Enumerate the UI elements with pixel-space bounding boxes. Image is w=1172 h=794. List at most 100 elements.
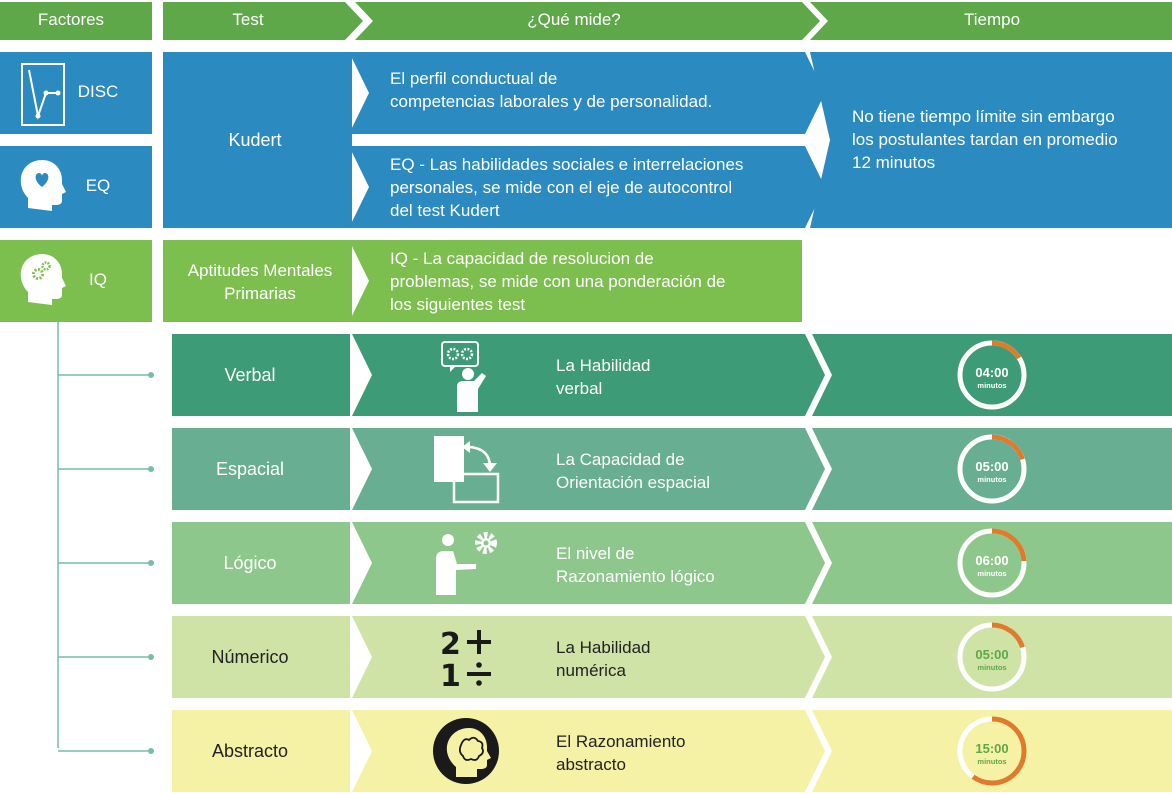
eq-desc-line-2: personales, se mide con el eje de autoco… (390, 178, 732, 197)
subtest-row-5: Abstracto El Razonamiento abstracto 15:00mi… (172, 710, 1172, 792)
subtest-name: Lógico (223, 553, 276, 573)
header-tiempo: Tiempo (964, 10, 1020, 29)
timer-progress-arc (957, 622, 1027, 692)
subtest-name: Espacial (216, 459, 284, 479)
eq-desc-line-3: del test Kudert (390, 201, 500, 220)
subtest-name-cell (172, 428, 350, 510)
subtest-desc-line-1: La Habilidad (556, 356, 651, 375)
eq-desc-cell (349, 146, 825, 228)
iq-desc-line-3: los siguientes test (390, 295, 525, 314)
subtest-desc-line-1: La Capacidad de (556, 450, 685, 469)
iq-desc-cell (349, 240, 802, 322)
connector-node (148, 560, 154, 566)
subtest-desc-cell (352, 616, 825, 698)
connector-node (148, 372, 154, 378)
timer-unit: minutos (977, 475, 1006, 484)
disc-desc-line-2: competencias laborales y de personalidad… (390, 92, 712, 111)
timer-progress-arc (957, 434, 1027, 504)
head-gears-icon (20, 254, 66, 305)
subtest-desc-line-1: El nivel de (556, 544, 634, 563)
subtest-name-cell (172, 522, 350, 604)
subtest-desc-line-2: Razonamiento lógico (556, 567, 715, 586)
subtest-desc-line-2: numérica (556, 661, 626, 680)
svg-text:1: 1 (440, 659, 461, 694)
person-gear-icon (436, 532, 497, 595)
iq-row: IQ Aptitudes Mentales Primarias IQ - La … (0, 240, 802, 322)
connector-node (148, 466, 154, 472)
header-factores: Factores (38, 10, 104, 29)
disc-chart-icon-dot (55, 90, 61, 96)
test-kudert-label: Kudert (228, 130, 281, 150)
subtest-time-cell (812, 522, 1172, 604)
timer-unit: minutos (977, 381, 1006, 390)
subtest-desc-cell (352, 522, 825, 604)
subtest-name-cell (172, 334, 350, 416)
subtest-time-cell (812, 334, 1172, 416)
subtest-name-cell (172, 616, 350, 698)
factor-disc-label: DISC (78, 82, 119, 101)
subtest-name: Númerico (211, 647, 288, 667)
header-test: Test (232, 10, 263, 29)
factor-disc-cell (0, 52, 152, 134)
disc-chart-icon-dot (43, 90, 49, 96)
spatial-rotation-icon (434, 436, 500, 504)
disc-chart-icon-line (28, 69, 58, 120)
timer-unit: minutos (977, 663, 1006, 672)
header-factores-cell (0, 2, 152, 40)
timer-progress-arc (957, 340, 1027, 410)
subtest-desc-line-1: La Habilidad (556, 638, 651, 657)
test-kudert-cell (163, 52, 352, 228)
timer-value: 06:00 (975, 553, 1008, 568)
factor-iq-label: IQ (89, 270, 107, 289)
head-brain-icon (433, 718, 499, 784)
iq-desc-line-2: problemas, se mide con una ponderación d… (390, 272, 726, 291)
header-row: Factores Test ¿Qué mide? Tiempo (0, 2, 1172, 40)
iq-desc-line-1: IQ - La capacidad de resolucion de (390, 249, 654, 268)
connector-node (148, 654, 154, 660)
kudert-time-cell (810, 52, 1172, 228)
subtest-desc-cell (352, 334, 825, 416)
subtest-name: Verbal (224, 365, 275, 385)
subtest-desc-line-1: El Razonamiento (556, 732, 685, 751)
disc-chart-icon-dot (35, 113, 41, 119)
subtest-desc-line-2: abstracto (556, 755, 626, 774)
math-symbols-icon: 21 (440, 627, 491, 694)
disc-desc-line-1: El perfil conductual de (390, 69, 557, 88)
factor-eq-label: EQ (86, 176, 111, 195)
subtest-desc-cell (352, 428, 825, 510)
subtest-row-3: Lógico El nivel de Razonamiento lógico 06:0… (172, 522, 1172, 604)
timer-value: 05:00 (975, 647, 1008, 662)
timer-value: 15:00 (975, 741, 1008, 756)
header-tiempo-cell (810, 2, 1172, 40)
subtest-desc-line-2: verbal (556, 379, 602, 398)
subtest-time-cell (812, 616, 1172, 698)
kudert-block: DISC EQ Kudert El perfil conductual de c… (0, 52, 1172, 228)
subtest-row-4: Númerico 21 La Habilidad numérica 05:00minut… (172, 616, 1172, 698)
timer-value: 04:00 (975, 365, 1008, 380)
speaker-gears-icon (441, 341, 486, 412)
subtest-name-cell (172, 710, 350, 792)
disc-chart-icon (21, 63, 65, 126)
subtest-time-cell (812, 710, 1172, 792)
subtest-row-2: Espacial La Capacidad de Orientación espac… (172, 428, 1172, 510)
header-test-cell (163, 2, 363, 40)
disc-desc-cell (349, 52, 825, 134)
subtest-name: Abstracto (212, 741, 288, 761)
timer-unit: minutos (977, 569, 1006, 578)
timer-progress-arc (957, 528, 1027, 598)
timer-progress-arc (957, 716, 1027, 786)
subtest-desc-line-2: Orientación espacial (556, 473, 710, 492)
header-que-mide: ¿Qué mide? (527, 10, 621, 29)
subtest-desc-cell (352, 710, 825, 792)
svg-text:2: 2 (440, 627, 461, 662)
head-heart-icon (20, 160, 66, 211)
test-aptitudes-line-2: Primarias (224, 284, 296, 303)
test-aptitudes-line-1: Aptitudes Mentales (188, 261, 333, 280)
